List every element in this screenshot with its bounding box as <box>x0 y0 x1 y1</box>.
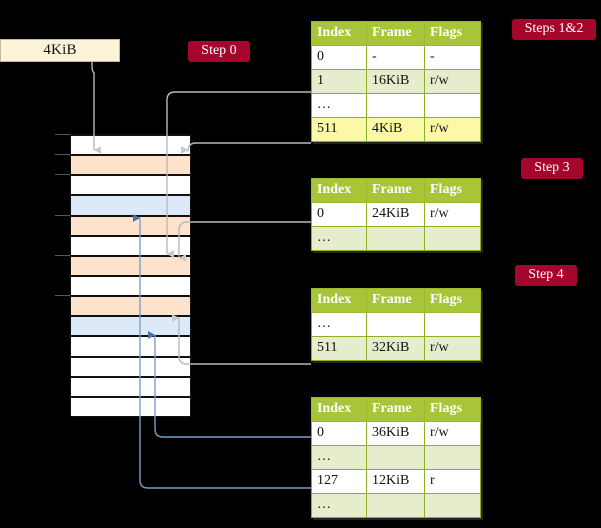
cell-index: 511 <box>311 117 367 142</box>
wire-level1-row0-to-memory <box>178 221 311 262</box>
cell-flags: r/w <box>424 69 481 94</box>
memory-row-tick <box>55 134 70 135</box>
column-header-flags: Flags <box>424 397 481 422</box>
column-header-index: Index <box>311 397 367 422</box>
badge-step-4: Step 4 <box>515 265 577 286</box>
cell-flags: r/w <box>424 336 481 361</box>
cell-index: 0 <box>311 45 367 70</box>
memory-frame-row <box>71 175 190 196</box>
column-header-frame: Frame <box>366 178 425 203</box>
memory-row-tick <box>55 174 70 176</box>
wire-level0-row511-to-memory <box>180 142 311 154</box>
cell-flags: r <box>424 469 481 494</box>
cell-index: … <box>311 93 367 118</box>
column-header-flags: Flags <box>424 21 481 46</box>
memory-frame-row <box>71 235 190 256</box>
memory-row-tick <box>55 214 70 216</box>
cell-flags: r/w <box>424 117 481 142</box>
table-row[interactable]: … <box>311 493 481 518</box>
memory-frame-row <box>71 135 190 156</box>
memory-frame-row <box>71 336 190 357</box>
column-header-frame: Frame <box>366 397 425 422</box>
memory-frame-row <box>71 376 190 397</box>
cell-index: 0 <box>311 421 367 446</box>
cell-flags <box>424 312 481 337</box>
cell-frame: 36KiB <box>366 421 425 446</box>
memory-frame-row <box>71 255 190 276</box>
memory-row-tick <box>55 254 70 256</box>
column-header-index: Index <box>311 288 367 313</box>
cell-index: … <box>311 312 367 337</box>
cell-frame <box>366 226 425 251</box>
cell-frame: 16KiB <box>366 69 425 94</box>
memory-frame-row <box>71 356 190 377</box>
cell-flags: r/w <box>424 421 481 446</box>
column-header-flags: Flags <box>424 178 481 203</box>
column-header-index: Index <box>311 21 367 46</box>
cell-index: 0 <box>311 202 367 227</box>
cell-index: … <box>311 226 367 251</box>
memory-frame-row <box>71 276 190 297</box>
cell-flags <box>424 226 481 251</box>
memory-row-tick <box>55 154 70 156</box>
badge-steps-1-2: Steps 1&2 <box>512 19 596 40</box>
cell-index: 511 <box>311 336 367 361</box>
cell-flags: - <box>424 45 481 70</box>
memory-frame-row <box>71 215 190 236</box>
column-header-frame: Frame <box>366 21 425 46</box>
cell-frame <box>366 493 425 518</box>
cell-frame: 32KiB <box>366 336 425 361</box>
memory-row-tick <box>55 295 70 297</box>
memory-frame-row <box>71 155 190 176</box>
cell-frame: 24KiB <box>366 202 425 227</box>
column-header-index: Index <box>311 178 367 203</box>
wire-level2-row511-to-memory <box>171 314 311 365</box>
column-header-flags: Flags <box>424 288 481 313</box>
memory-frame-row <box>71 316 190 337</box>
cell-frame <box>366 445 425 470</box>
memory-frame-row <box>71 296 190 317</box>
memory-frame-row <box>71 396 190 417</box>
table-row[interactable]: … <box>311 226 481 251</box>
column-header-frame: Frame <box>366 288 425 313</box>
table-row[interactable]: … <box>311 93 481 118</box>
cell-index: … <box>311 445 367 470</box>
cell-frame: 12KiB <box>366 469 425 494</box>
cell-frame <box>366 93 425 118</box>
badge-step-3: Step 3 <box>521 158 583 179</box>
cell-frame: - <box>366 45 425 70</box>
cell-index: 127 <box>311 469 367 494</box>
badge-step-0: Step 0 <box>188 41 250 62</box>
cell-flags <box>424 93 481 118</box>
table-row[interactable]: … <box>311 445 481 470</box>
cell-flags <box>424 445 481 470</box>
source-page-box: 4KiB <box>0 39 120 62</box>
cell-index: … <box>311 493 367 518</box>
memory-frame-row <box>71 195 190 216</box>
cell-frame: 4KiB <box>366 117 425 142</box>
table-row[interactable]: 0-- <box>311 45 481 70</box>
cell-flags: r/w <box>424 202 481 227</box>
cell-flags <box>424 493 481 518</box>
cell-index: 1 <box>311 69 367 94</box>
physical-memory-column <box>70 134 191 417</box>
cell-frame <box>366 312 425 337</box>
table-row[interactable]: … <box>311 312 481 337</box>
